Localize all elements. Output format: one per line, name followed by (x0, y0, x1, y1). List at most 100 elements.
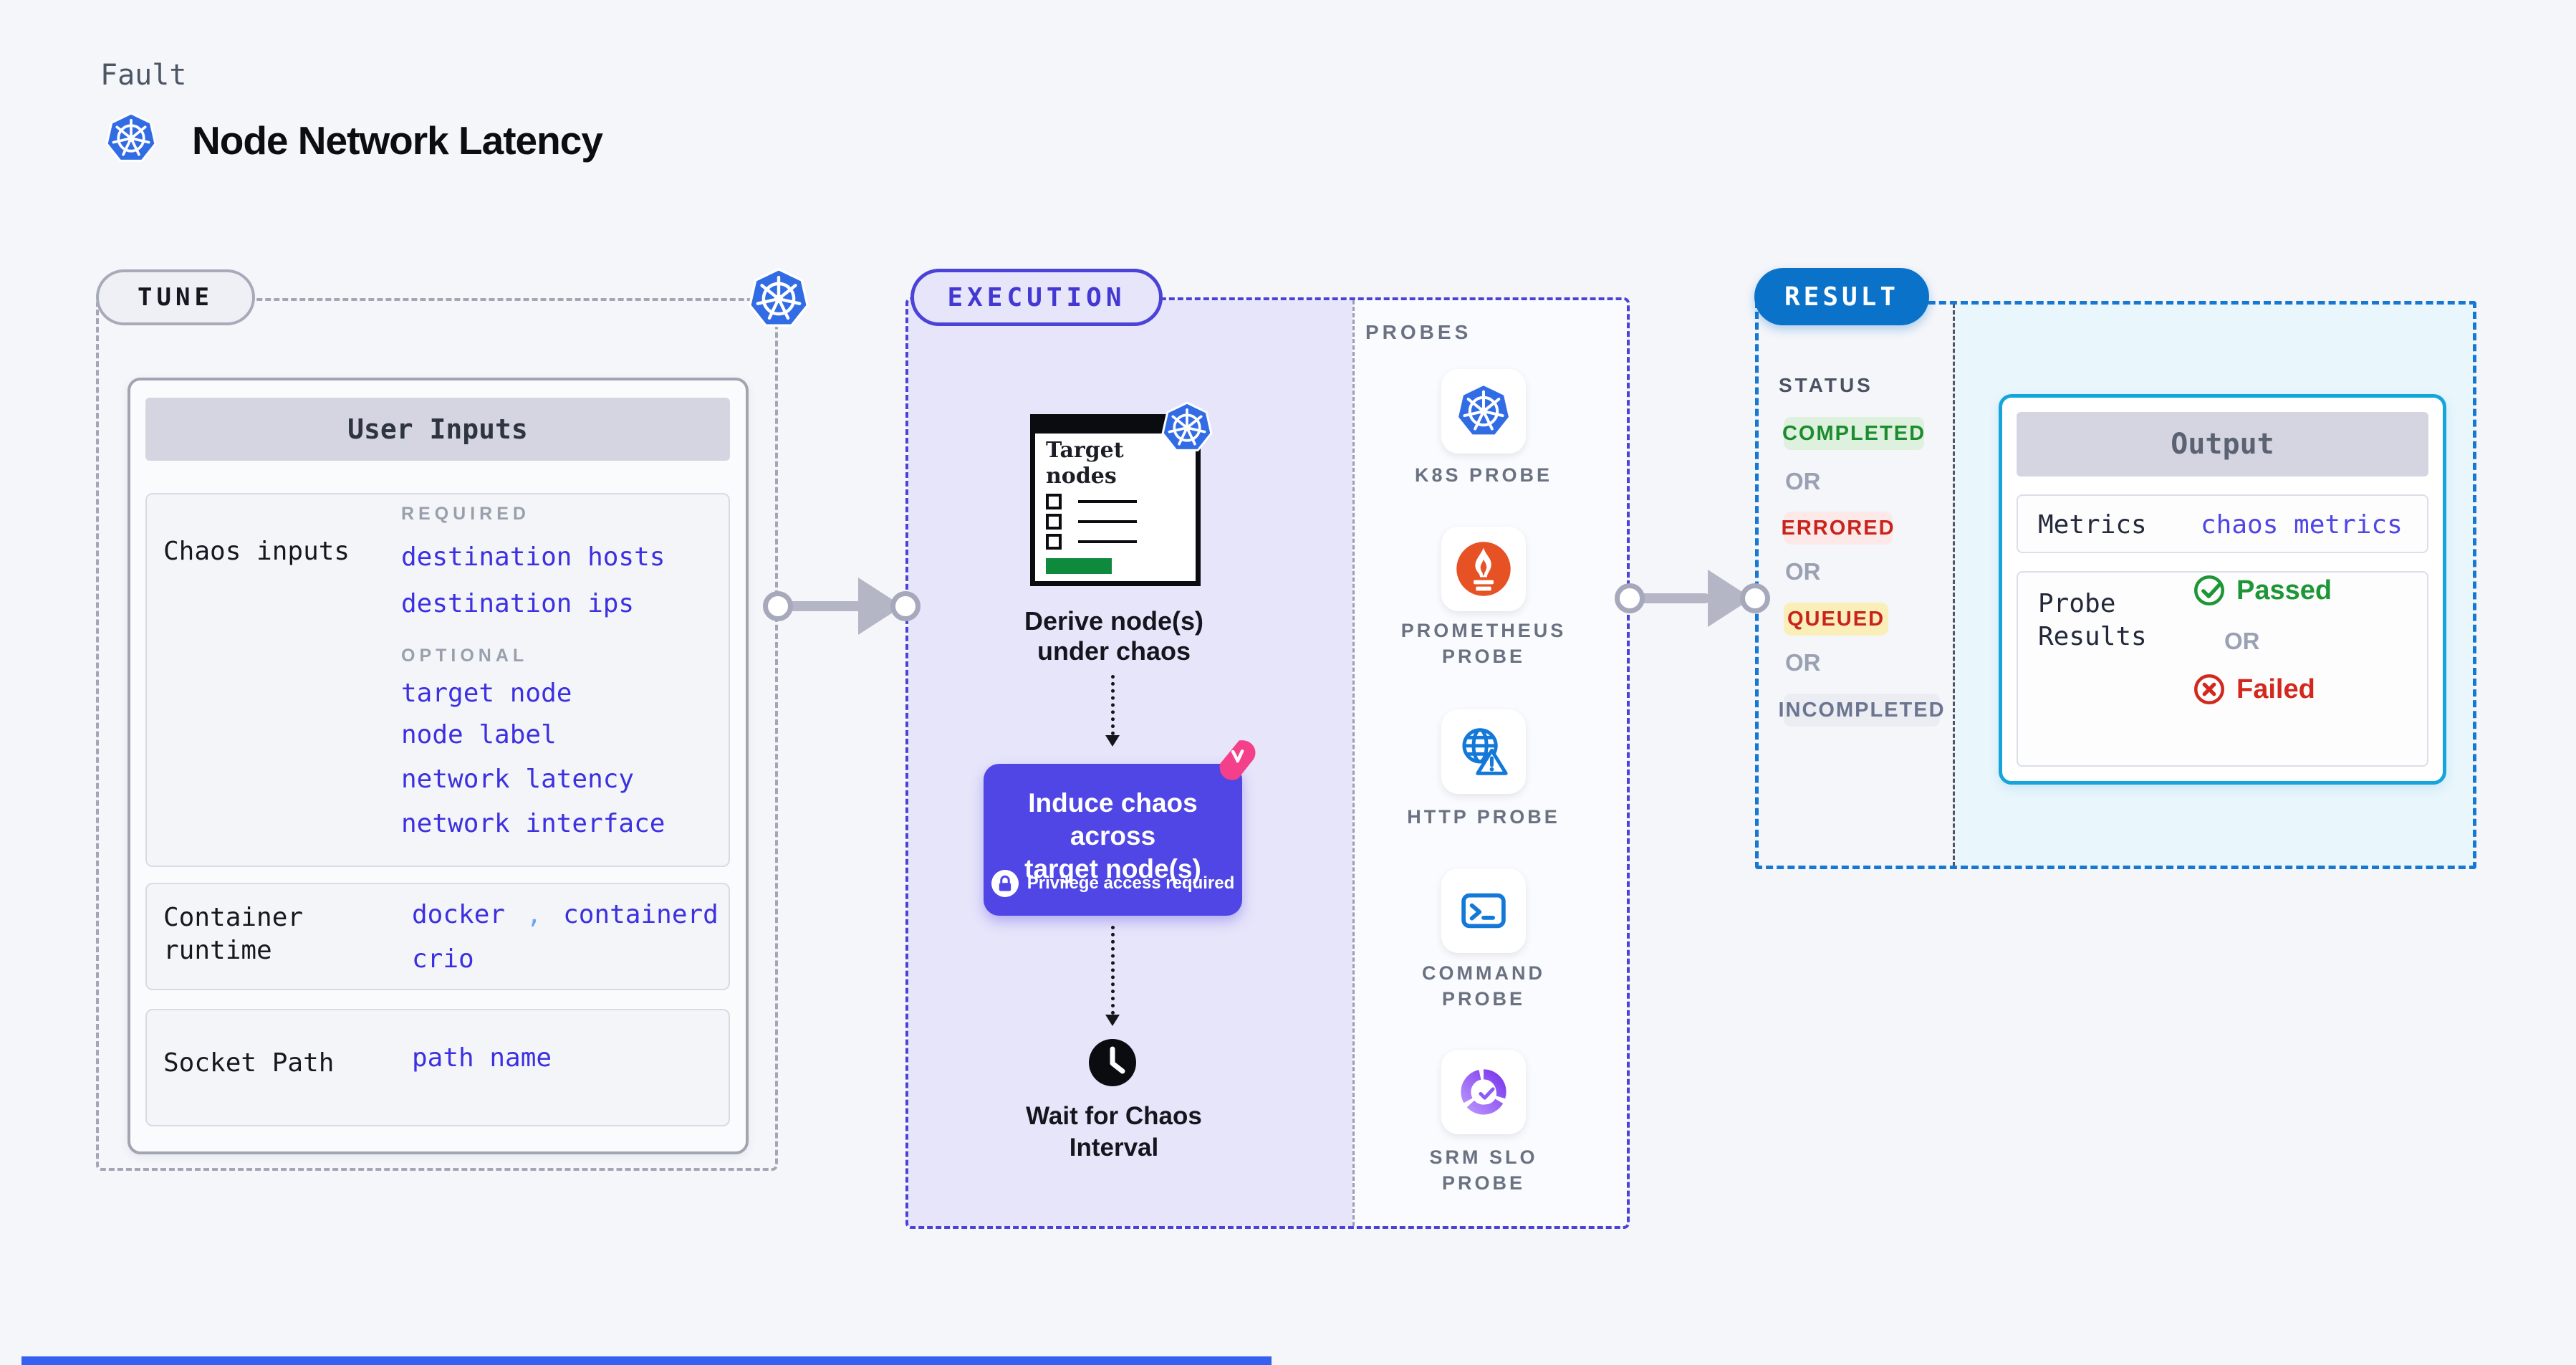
socket-path-label: Socket Path (163, 1048, 335, 1078)
flow-arrow-down (1111, 675, 1115, 735)
runtime-separator: , (526, 900, 542, 929)
flow-arrow-down-head (1105, 1015, 1120, 1026)
page-title: Node Network Latency (192, 118, 603, 163)
probe-card-srm-slo[interactable] (1441, 1050, 1526, 1134)
privilege-row: Privilege access required (984, 870, 1242, 897)
derive-nodes-label: Derive node(s) under chaos (1024, 606, 1204, 666)
metrics-row (2017, 494, 2428, 553)
induce-chaos-box[interactable]: Induce chaos across target node(s) Privi… (984, 764, 1242, 916)
optional-label: OPTIONAL (401, 646, 529, 666)
result-badge-label: RESULT (1784, 282, 1900, 312)
kubernetes-icon (1160, 401, 1213, 454)
execution-badge-label: EXECUTION (947, 282, 1126, 312)
probe-card-k8s[interactable] (1441, 369, 1526, 454)
probe-label: K8S PROBE (1414, 464, 1553, 486)
probe-label: SRM SLO PROBE (1429, 1146, 1538, 1194)
checkbox-row-line (1078, 500, 1137, 503)
or-label: OR (1785, 649, 1821, 676)
runtime-docker: docker (412, 900, 506, 929)
probes-header: PROBES (1365, 321, 1472, 343)
target-nodes-title: Target nodes (1046, 438, 1124, 489)
metrics-label: Metrics (2038, 510, 2147, 540)
passed-label: Passed (2236, 575, 2332, 605)
kubernetes-icon (747, 267, 810, 330)
or-label: OR (1785, 468, 1821, 494)
wait-chaos-label: Wait for Chaos Interval (1026, 1102, 1202, 1162)
kubernetes-icon (1455, 383, 1512, 440)
runtime-crio[interactable]: crio (412, 944, 474, 974)
status-badge-errored: ERRORED (1782, 512, 1894, 545)
or-label: OR (1785, 558, 1821, 585)
prometheus-icon (1454, 540, 1513, 598)
socket-path-card (145, 1009, 730, 1126)
probe-label: PROMETHEUS PROBE (1400, 620, 1567, 667)
checkbox-row-line (1078, 540, 1137, 543)
connector-dot (763, 591, 793, 621)
checkbox-row (1046, 534, 1062, 550)
tune-badge[interactable]: TUNE (96, 269, 255, 325)
field-network-latency[interactable]: network latency (401, 765, 635, 794)
clock-icon (1087, 1038, 1138, 1088)
chaos-inputs-card (145, 493, 730, 867)
http-globe-icon (1454, 722, 1513, 781)
probe-card-command[interactable] (1441, 868, 1526, 953)
flow-arrow-down (1111, 926, 1115, 1015)
flow-arrow-down-head (1105, 735, 1120, 747)
execution-to-result-arrow-line (1630, 593, 1710, 603)
passed-row: Passed (2192, 573, 2332, 608)
fault-eyebrow: Fault (100, 59, 187, 92)
probe-results-label: Probe Results (2038, 589, 2147, 651)
status-header: STATUS (1779, 374, 1873, 396)
connector-dot (890, 591, 921, 621)
failed-label: Failed (2236, 674, 2315, 704)
terminal-icon (1454, 881, 1513, 940)
socket-path-value[interactable]: path name (412, 1043, 552, 1073)
litmus-chaos-icon (1213, 737, 1259, 782)
kubernetes-icon (105, 112, 158, 165)
container-runtime-card (145, 883, 730, 990)
status-badge-completed: COMPLETED (1782, 417, 1924, 450)
tune-to-execution-arrow-line (778, 601, 865, 611)
user-inputs-title: User Inputs (347, 413, 528, 445)
checkbox-row-line (1078, 520, 1137, 523)
container-runtime-label: Container runtime (163, 903, 304, 965)
field-target-node[interactable]: target node (401, 679, 572, 708)
execution-badge[interactable]: EXECUTION (910, 269, 1163, 326)
metrics-value[interactable]: chaos metrics (2201, 510, 2403, 540)
field-network-interface[interactable]: network interface (401, 809, 665, 838)
connector-dot (1615, 583, 1645, 613)
green-progress-bar (1046, 558, 1112, 574)
bottom-accent-bar (21, 1356, 1272, 1365)
probe-card-prometheus[interactable] (1441, 527, 1526, 611)
field-destination-ips[interactable]: destination ips (401, 589, 635, 618)
execution-section-frame (905, 297, 1630, 1229)
checkbox-row (1046, 514, 1062, 530)
connector-dot (1740, 583, 1770, 613)
required-label: REQUIRED (401, 504, 530, 524)
chaos-inputs-label: Chaos inputs (163, 537, 350, 566)
tune-section-frame (96, 298, 778, 1171)
lock-icon (991, 870, 1019, 897)
output-header: Output (2017, 412, 2428, 476)
checkbox-row (1046, 494, 1062, 509)
runtime-containerd: containerd (563, 900, 719, 929)
status-badge-incompleted: INCOMPLETED (1778, 694, 1944, 727)
probe-label: COMMAND PROBE (1422, 962, 1545, 1010)
or-label: OR (2224, 628, 2260, 654)
result-badge[interactable]: RESULT (1754, 268, 1929, 325)
probe-results-row (2017, 571, 2428, 767)
slo-donut-icon (1454, 1063, 1513, 1121)
runtime-values-line1[interactable]: docker , containerd (412, 900, 719, 929)
user-inputs-header: User Inputs (145, 398, 730, 461)
privilege-label: Privilege access required (1027, 873, 1235, 893)
probe-card-http[interactable] (1441, 709, 1526, 794)
target-nodes-titlebar (1035, 419, 1196, 434)
field-destination-hosts[interactable]: destination hosts (401, 542, 665, 572)
result-inner-divider (1953, 304, 1955, 866)
induce-chaos-text: Induce chaos across target node(s) (1024, 788, 1201, 883)
probe-label: HTTP PROBE (1407, 806, 1560, 828)
field-node-label[interactable]: node label (401, 720, 557, 749)
check-circle-icon (2192, 573, 2226, 608)
x-circle-icon (2192, 672, 2226, 707)
